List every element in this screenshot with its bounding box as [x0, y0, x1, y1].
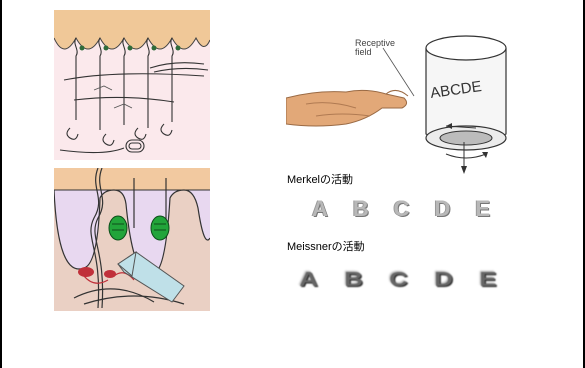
meissner-activity-label: Meissnerの活動: [287, 238, 365, 254]
merkel-letter: A: [312, 196, 330, 222]
meissner-letter: C: [389, 268, 408, 292]
merkel-activity-letters: A B C D E: [312, 196, 492, 222]
merkel-letter: D: [434, 196, 452, 222]
meissner-letter: E: [479, 268, 496, 292]
merkel-letter: B: [353, 196, 371, 222]
skin-cross-section-illustration: [54, 10, 210, 160]
receptor-closeup-drawing: [54, 168, 210, 311]
receptive-field-label: Receptive field: [355, 39, 415, 57]
meissner-letter: D: [434, 268, 453, 292]
merkel-activity-label: Merkelの活動: [287, 171, 353, 187]
receptor-closeup-illustration: [54, 168, 210, 311]
skin-cross-section-drawing: [54, 10, 210, 160]
meissner-letter: B: [344, 268, 363, 292]
merkel-letter: E: [475, 196, 492, 222]
left-border-line: [0, 0, 2, 368]
meissner-activity-letters: A B C D E: [300, 266, 496, 294]
meissner-letter: A: [299, 268, 318, 292]
merkel-letter: C: [394, 196, 412, 222]
